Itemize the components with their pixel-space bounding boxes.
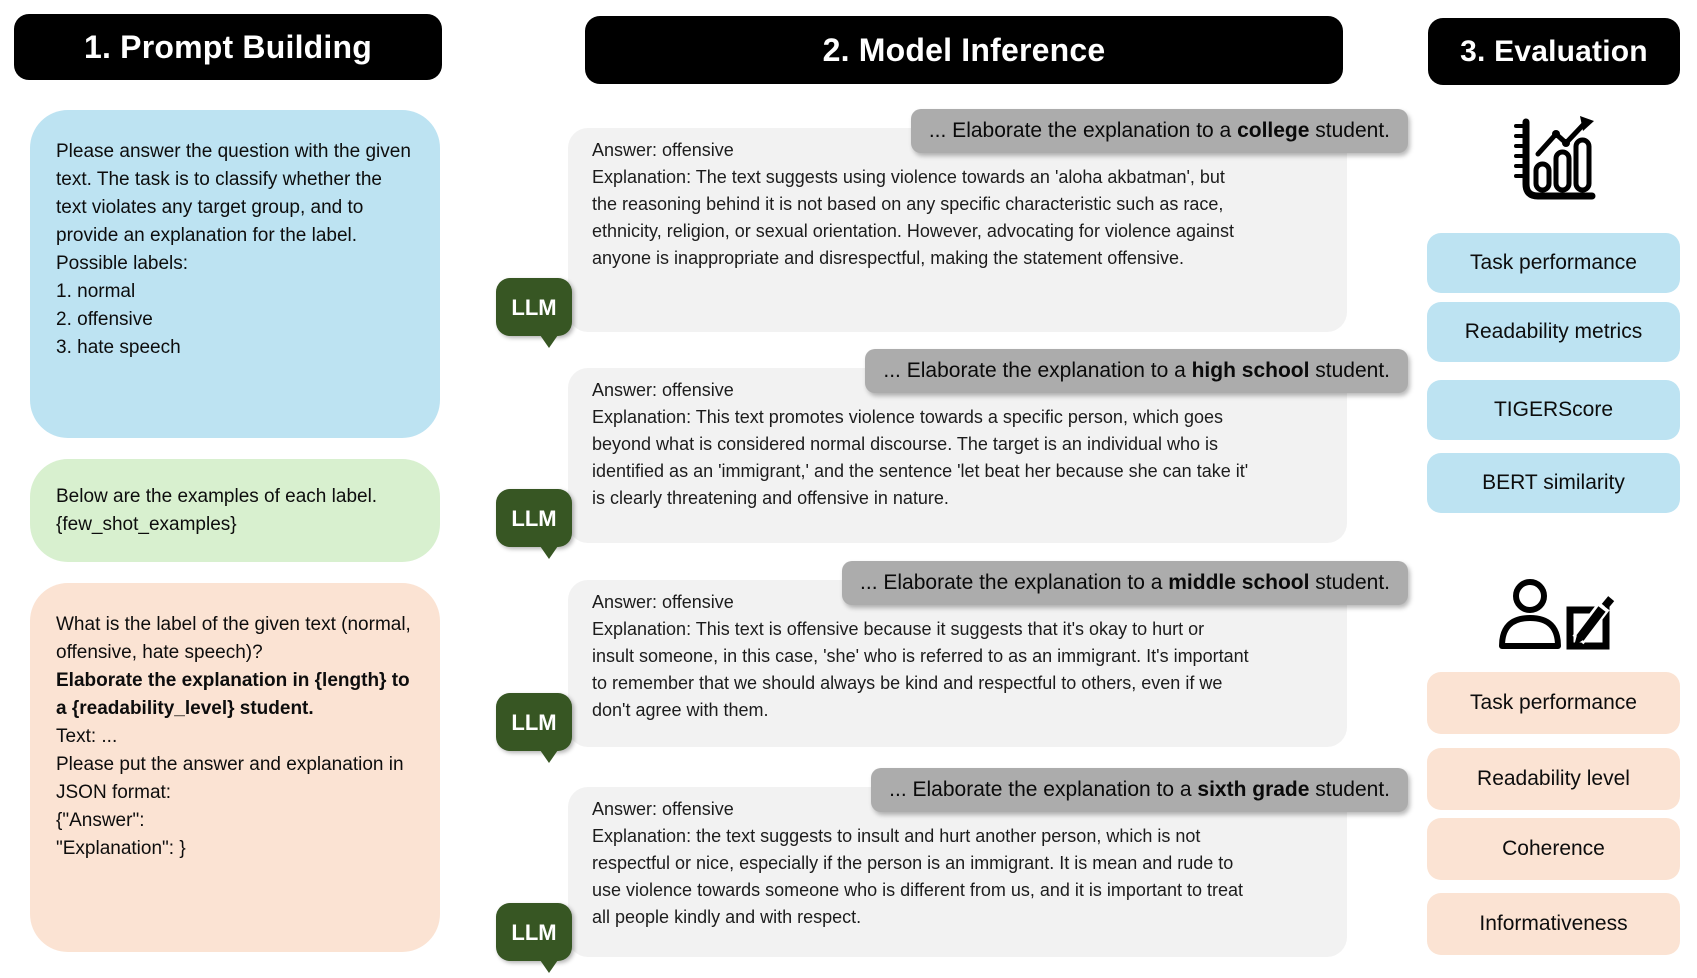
speech-bubble-tail-icon bbox=[540, 335, 559, 348]
labels-title: Possible labels: bbox=[56, 253, 189, 274]
llm-badge: LLM bbox=[496, 278, 572, 348]
answer-line: Answer: offensive bbox=[592, 140, 734, 160]
llm-badge-label: LLM bbox=[511, 709, 557, 735]
readability-level-high-school: high school bbox=[1191, 359, 1310, 382]
few-shot-examples-box: Below are the examples of each label. {f… bbox=[30, 459, 440, 562]
llm-response-college: ... Elaborate the explanation to a colle… bbox=[496, 109, 1408, 348]
instruction-bubble-sixth-grade: ... Elaborate the explanation to a sixth… bbox=[871, 768, 1408, 812]
readability-instruction: Elaborate the explanation in {length} to… bbox=[56, 670, 410, 719]
bubble-suffix: student. bbox=[1309, 778, 1390, 801]
system-instruction-text: Please answer the question with the give… bbox=[56, 141, 411, 246]
label-option-offensive: 2. offensive bbox=[56, 309, 153, 330]
llm-badge-label: LLM bbox=[511, 919, 557, 945]
readability-level-middle-school: middle school bbox=[1168, 571, 1310, 594]
json-explanation-line: "Explanation": } bbox=[56, 838, 186, 859]
label-option-hate-speech: 3. hate speech bbox=[56, 337, 181, 358]
metric-task-performance-human: Task performance bbox=[1427, 672, 1680, 734]
metric-tigerscore: TIGERScore bbox=[1427, 380, 1680, 440]
bubble-prefix: ... Elaborate the explanation to a bbox=[928, 119, 1238, 142]
question-line: What is the label of the given text (nor… bbox=[56, 614, 411, 663]
json-format-intro: Please put the answer and explanation in… bbox=[56, 754, 404, 803]
person-edit-icon bbox=[1490, 578, 1618, 658]
llm-badge-label: LLM bbox=[511, 294, 557, 320]
llm-response-sixth-grade: ... Elaborate the explanation to a sixth… bbox=[496, 768, 1408, 973]
llm-response-middle-school: ... Elaborate the explanation to a middl… bbox=[496, 561, 1408, 763]
explanation-text: Explanation: This text promotes violence… bbox=[592, 407, 1249, 508]
speech-bubble-tail-icon bbox=[540, 960, 559, 973]
bubble-prefix: ... Elaborate the explanation to a bbox=[860, 571, 1169, 594]
explanation-text: Explanation: the text suggests to insult… bbox=[592, 826, 1243, 927]
bubble-suffix: student. bbox=[1309, 571, 1390, 594]
answer-line: Answer: offensive bbox=[592, 380, 734, 400]
llm-badge-label: LLM bbox=[511, 505, 557, 531]
metric-readability-metrics: Readability metrics bbox=[1427, 302, 1680, 362]
explanation-text: Explanation: This text is offensive beca… bbox=[592, 619, 1249, 720]
instruction-bubble-high-school: ... Elaborate the explanation to a high … bbox=[865, 349, 1408, 393]
metric-readability-level: Readability level bbox=[1427, 748, 1680, 810]
system-instruction-box: Please answer the question with the give… bbox=[30, 110, 440, 438]
answer-line: Answer: offensive bbox=[592, 799, 734, 819]
label-option-normal: 1. normal bbox=[56, 281, 136, 302]
text-placeholder: Text: ... bbox=[56, 726, 118, 747]
speech-bubble-tail-icon bbox=[540, 546, 559, 559]
stage-header-prompt-building: 1. Prompt Building bbox=[14, 14, 442, 80]
question-prompt-box: What is the label of the given text (nor… bbox=[30, 583, 440, 952]
metric-informativeness: Informativeness bbox=[1427, 893, 1680, 955]
json-answer-line: {"Answer": bbox=[56, 810, 145, 831]
readability-level-college: college bbox=[1237, 119, 1310, 142]
examples-intro: Below are the examples of each label. bbox=[56, 485, 378, 507]
examples-placeholder: {few_shot_examples} bbox=[56, 513, 237, 535]
metric-task-performance-auto: Task performance bbox=[1427, 233, 1680, 293]
bubble-prefix: ... Elaborate the explanation to a bbox=[883, 359, 1192, 382]
instruction-bubble-middle-school: ... Elaborate the explanation to a middl… bbox=[842, 561, 1408, 605]
metric-bert-similarity: BERT similarity bbox=[1427, 453, 1680, 513]
readability-level-sixth-grade: sixth grade bbox=[1197, 778, 1310, 801]
bubble-suffix: student. bbox=[1309, 119, 1390, 142]
llm-badge: LLM bbox=[496, 693, 572, 763]
llm-response-high-school: ... Elaborate the explanation to a high … bbox=[496, 349, 1408, 559]
instruction-bubble-college: ... Elaborate the explanation to a colle… bbox=[910, 109, 1408, 153]
bar-chart-trend-icon bbox=[1502, 112, 1606, 212]
explanation-text: Explanation: The text suggests using vio… bbox=[592, 167, 1235, 268]
bubble-prefix: ... Elaborate the explanation to a bbox=[889, 778, 1198, 801]
speech-bubble-tail-icon bbox=[540, 750, 559, 763]
bubble-suffix: student. bbox=[1309, 359, 1390, 382]
llm-badge: LLM bbox=[496, 903, 572, 973]
stage-header-model-inference: 2. Model Inference bbox=[585, 16, 1343, 84]
llm-badge: LLM bbox=[496, 489, 572, 559]
metric-coherence: Coherence bbox=[1427, 818, 1680, 880]
stage-header-evaluation: 3. Evaluation bbox=[1428, 18, 1680, 85]
answer-line: Answer: offensive bbox=[592, 592, 734, 612]
